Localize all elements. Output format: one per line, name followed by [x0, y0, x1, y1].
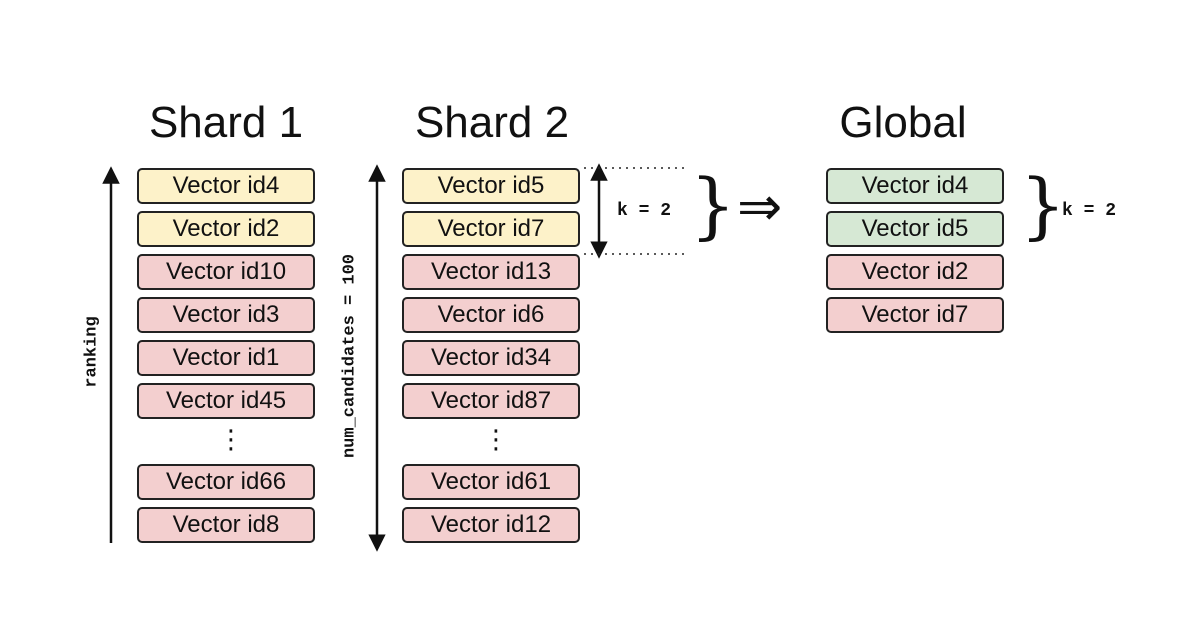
global-title: Global [839, 98, 967, 147]
shard2-vector-box: Vector id13 [402, 254, 580, 290]
shard2-brace: } [690, 163, 736, 247]
shard2-k-label: k = 2 [617, 201, 672, 221]
shard1-vector-box: Vector id8 [137, 507, 315, 543]
global-vector-box: Vector id7 [826, 297, 1004, 333]
num-candidates-label: num_candidates = 100 [340, 253, 360, 459]
shard1-vector-box: Vector id45 [137, 383, 315, 419]
ranking-label: ranking [82, 316, 102, 388]
shard2-vector-box: Vector id12 [402, 507, 580, 543]
shard1-title: Shard 1 [148, 98, 304, 147]
shard2-vector-box: Vector id34 [402, 340, 580, 376]
shard1-vector-box: Vector id3 [137, 297, 315, 333]
shard1-vector-box: Vector id66 [137, 464, 315, 500]
shard1-ellipsis: ⋮ [218, 425, 244, 455]
shard2-ellipsis: ⋮ [483, 425, 509, 455]
shard2-vector-box: Vector id6 [402, 297, 580, 333]
shard2-vector-box: Vector id5 [402, 168, 580, 204]
shard1-vector-box: Vector id4 [137, 168, 315, 204]
shard1-vector-box: Vector id10 [137, 254, 315, 290]
shard2-vector-box: Vector id87 [402, 383, 580, 419]
global-vector-box: Vector id2 [826, 254, 1004, 290]
global-vector-box: Vector id4 [826, 168, 1004, 204]
global-k-label: k = 2 [1062, 201, 1117, 221]
global-brace: } [1020, 163, 1066, 247]
shard1-vector-box: Vector id2 [137, 211, 315, 247]
shard1-vector-box: Vector id1 [137, 340, 315, 376]
shard2-vector-box: Vector id7 [402, 211, 580, 247]
global-vector-box: Vector id5 [826, 211, 1004, 247]
shard2-title: Shard 2 [414, 98, 570, 147]
shard2-vector-box: Vector id61 [402, 464, 580, 500]
implies-arrow-icon: ⇒ [737, 175, 783, 238]
